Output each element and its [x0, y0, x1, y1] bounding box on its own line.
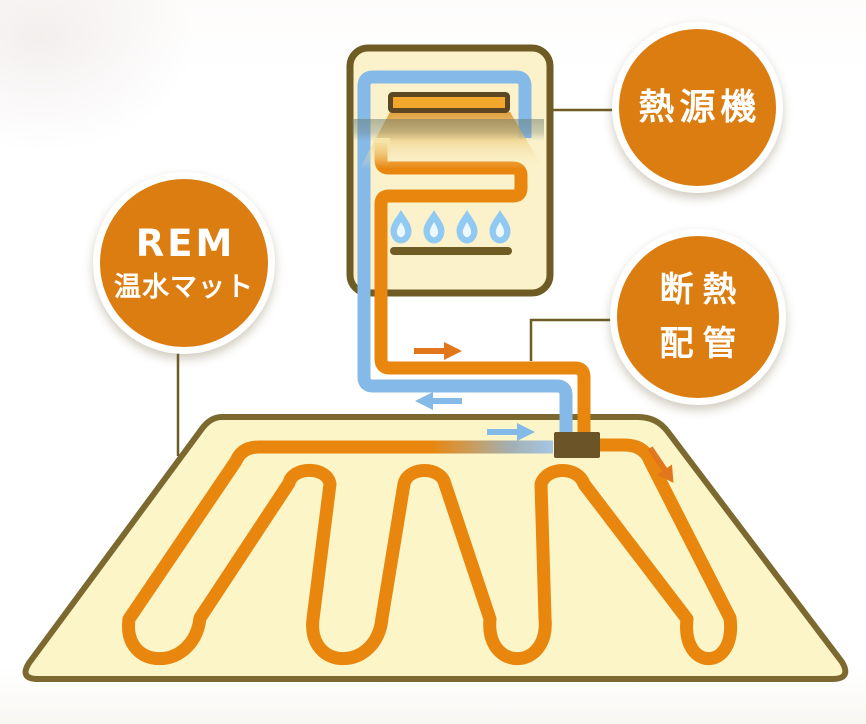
heat-beam-shadow	[352, 119, 544, 141]
rem-mat-label-line2: 温水マット	[114, 272, 254, 304]
coil-fade-overlay	[373, 138, 390, 166]
rem-mat-label-line1: REM	[135, 222, 236, 265]
in-mat-flow-arrow-icon	[647, 446, 674, 483]
return-flow-arrow-icon	[415, 392, 462, 410]
mat-serpentine-pipe	[122, 438, 738, 666]
supply-flow-arrow-icon	[414, 342, 462, 360]
badge-insulated-piping: 断熱 配管	[610, 229, 786, 405]
burner-bar	[390, 247, 512, 255]
into-mat-flow-arrow-icon	[487, 423, 535, 441]
cold-water-pipe	[357, 70, 573, 433]
heat-exchanger	[388, 92, 510, 113]
badge-rem-mat: REM 温水マット	[93, 172, 275, 354]
floor-mat	[22, 414, 849, 682]
insulated-piping-label-line1: 断熱	[659, 270, 746, 310]
heat-source-label: 熱源機	[638, 87, 762, 128]
pipe-connector-box	[554, 432, 600, 458]
insulated-piping-label-line2: 配管	[659, 323, 746, 364]
callout-line-insulated-piping	[529, 318, 612, 361]
badge-heat-source: 熱源機	[612, 22, 783, 193]
